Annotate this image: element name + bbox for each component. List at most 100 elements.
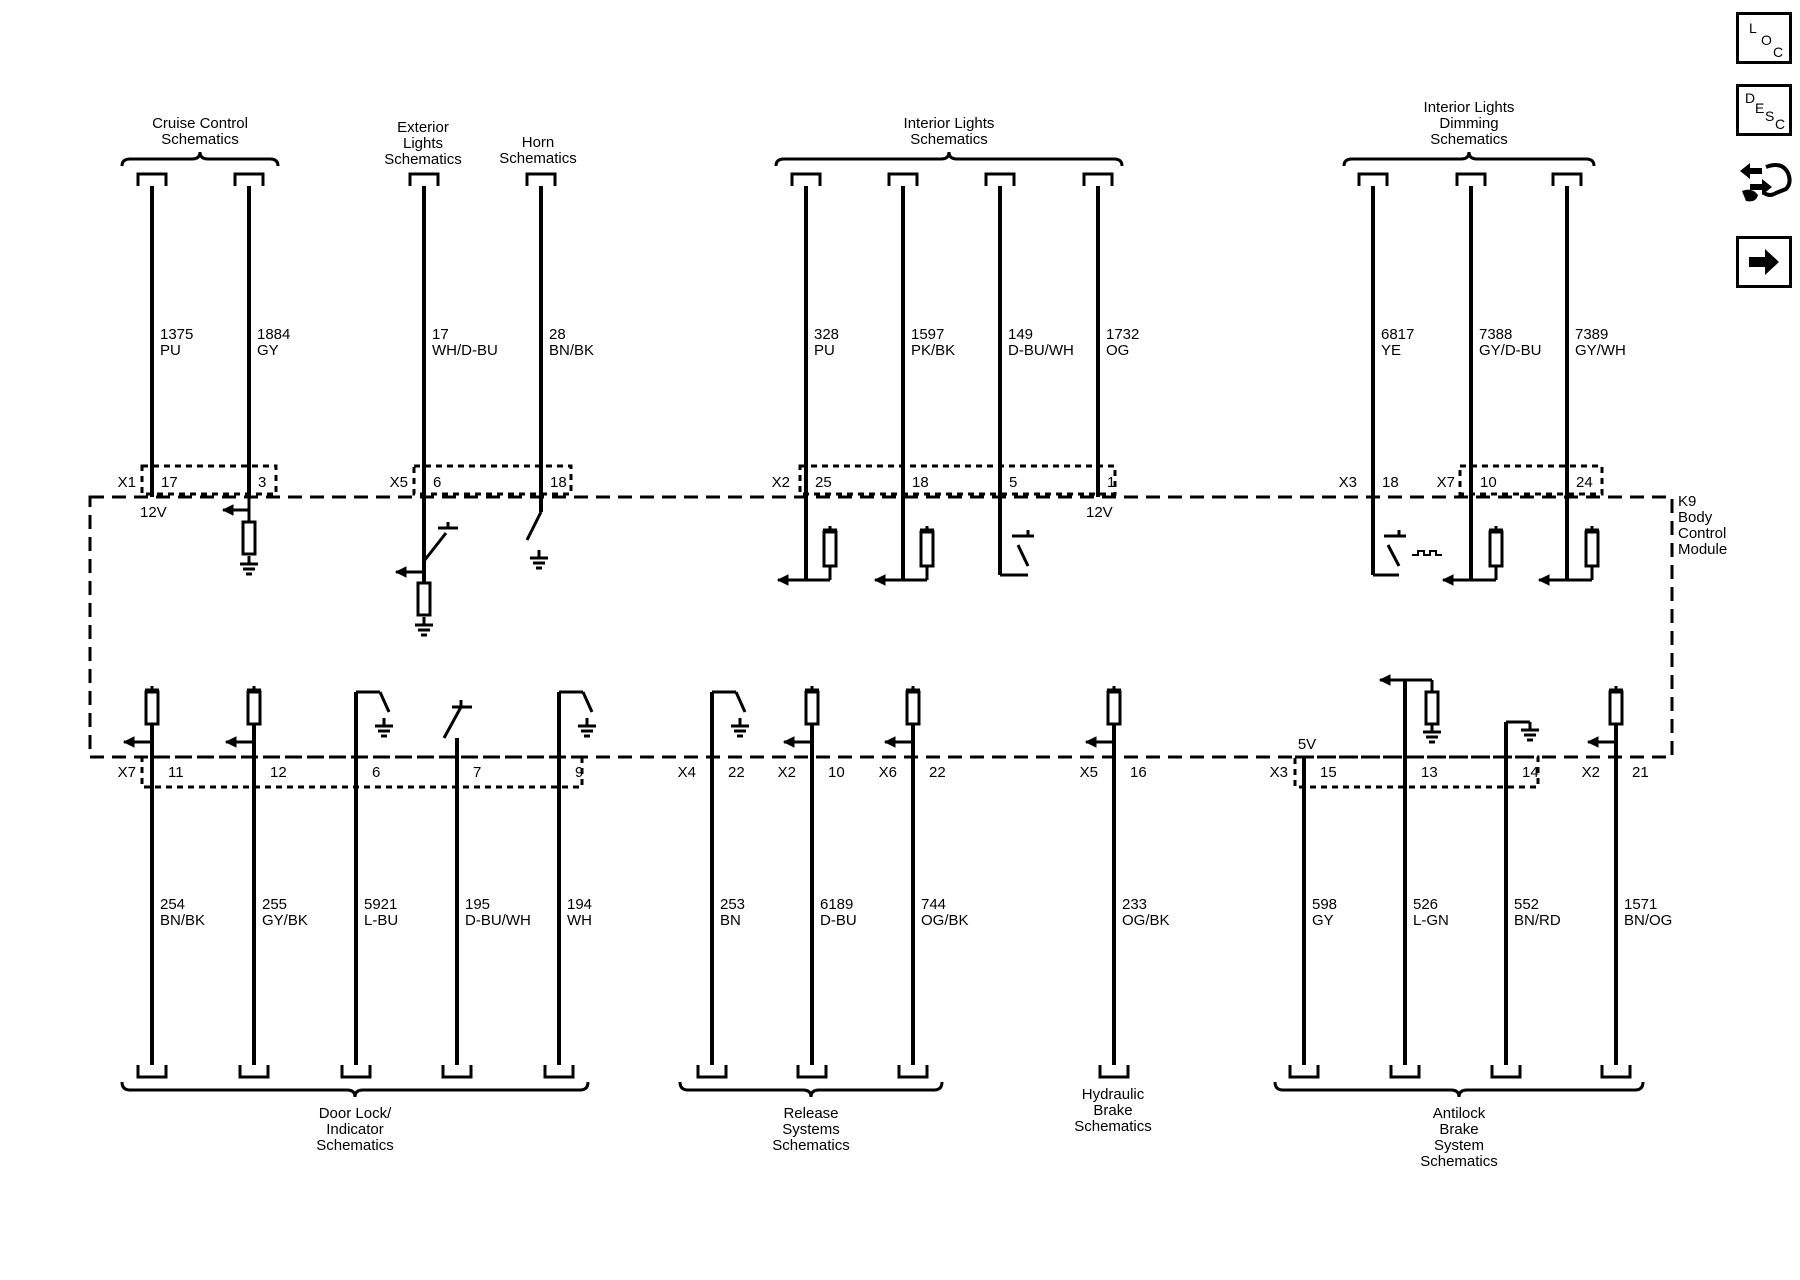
connector-cap [340, 1065, 372, 1079]
pin-number: 18 [550, 474, 567, 491]
connector-cap [1098, 1065, 1130, 1079]
button-letter: E [1755, 100, 1765, 116]
connector-id: X7 [1437, 474, 1455, 491]
group-label: Door Lock/ [319, 1105, 392, 1122]
circuit-number: 255 [262, 896, 287, 913]
resistor-symbol [919, 530, 935, 568]
group-label: Interior Lights [1424, 99, 1515, 116]
wire-color: BN/RD [1514, 912, 1561, 929]
switch-symbol [442, 706, 463, 739]
resistor-symbol [1488, 530, 1504, 568]
connector-cap [1455, 172, 1487, 186]
connector-id: X2 [1582, 764, 1600, 781]
connector-id: X1 [118, 474, 136, 491]
group-label: Schematics [499, 150, 577, 167]
circuit-number: 254 [160, 896, 185, 913]
pin-number: 10 [1480, 474, 1497, 491]
circuit-number: 1884 [257, 326, 290, 343]
wire-color: L-GN [1413, 912, 1449, 929]
group-bracket [120, 1081, 590, 1098]
circuit-number: 7388 [1479, 326, 1512, 343]
wire-color: BN [720, 912, 741, 929]
group-bracket [774, 151, 1124, 167]
wire-color: BN/BK [549, 342, 594, 359]
signal-arrow [1441, 574, 1454, 586]
pin-number: 11 [168, 764, 184, 781]
circuit-number: 526 [1413, 896, 1438, 913]
connector-cap [1389, 1065, 1421, 1079]
pin-number: 12 [270, 764, 287, 781]
connector-cap [887, 172, 919, 186]
connector-end-view-button[interactable] [1736, 157, 1792, 209]
circuit-number: 149 [1008, 326, 1033, 343]
group-label: System [1434, 1137, 1484, 1154]
group-label: Hydraulic [1082, 1086, 1145, 1103]
connector-pin-box [140, 755, 584, 789]
group-label: Lights [403, 135, 443, 152]
resistor-symbol [1608, 690, 1624, 726]
connector-cap [441, 1065, 473, 1079]
pin-number: 16 [1130, 764, 1147, 781]
pin-number: 7 [473, 764, 481, 781]
wire-color: YE [1381, 342, 1401, 359]
connector-cap [1551, 172, 1583, 186]
connector-cap [408, 172, 440, 186]
resistor-symbol [905, 690, 921, 726]
resistor-symbol [1584, 530, 1600, 568]
pin-number: 24 [1576, 474, 1593, 491]
group-label: Schematics [1430, 131, 1508, 148]
signal-arrow [782, 736, 795, 748]
connector-id: X5 [390, 474, 408, 491]
pwm-symbol [1412, 550, 1442, 556]
connector-id: X4 [678, 764, 696, 781]
connector-cap [1357, 172, 1389, 186]
pin-number: 9 [575, 764, 583, 781]
signal-arrow [122, 736, 135, 748]
wire-color: GY [257, 342, 279, 359]
circuit-number: 6817 [1381, 326, 1414, 343]
wire-color: BN/BK [160, 912, 205, 929]
group-label: Brake [1439, 1121, 1478, 1138]
wire-color: WH [567, 912, 592, 929]
wire-color: WH/D-BU [432, 342, 498, 359]
circuit-number: 28 [549, 326, 566, 343]
connector-cap [136, 1065, 168, 1079]
next-page-button[interactable] [1736, 236, 1792, 288]
circuit-number: 233 [1122, 896, 1147, 913]
group-label: Indicator [326, 1121, 384, 1138]
module-name: K9 [1678, 493, 1696, 510]
connector-cap [525, 172, 557, 186]
circuit-number: 1571 [1624, 896, 1657, 913]
group-bracket [678, 1081, 944, 1098]
module-boundary [88, 495, 1674, 759]
group-label: Antilock [1433, 1105, 1486, 1122]
connector-cap [543, 1065, 575, 1079]
connector-id: X3 [1270, 764, 1288, 781]
voltage-label: 12V [140, 504, 167, 521]
resistor-symbol [144, 690, 160, 726]
group-label: Schematics [1074, 1118, 1152, 1135]
circuit-number: 17 [432, 326, 449, 343]
group-label: Dimming [1439, 115, 1498, 132]
connector-id: X7 [118, 764, 136, 781]
connector-id: X6 [879, 764, 897, 781]
button-letter: O [1761, 32, 1772, 48]
pin-number: 22 [728, 764, 745, 781]
pin-number: 1 [1107, 474, 1115, 491]
signal-arrow [1084, 736, 1097, 748]
switch-symbol [581, 691, 594, 713]
wire-color: OG/BK [1122, 912, 1170, 929]
wire-color: D-BU/WH [1008, 342, 1074, 359]
circuit-number: 1597 [911, 326, 944, 343]
wire-color: OG [1106, 342, 1129, 359]
group-label: Schematics [910, 131, 988, 148]
connector-cap [796, 1065, 828, 1079]
connector-cap [1490, 1065, 1522, 1079]
circuit-number: 1375 [160, 326, 193, 343]
group-label: Cruise Control [152, 115, 248, 132]
button-letter: S [1765, 108, 1775, 124]
pin-number: 3 [258, 474, 266, 491]
